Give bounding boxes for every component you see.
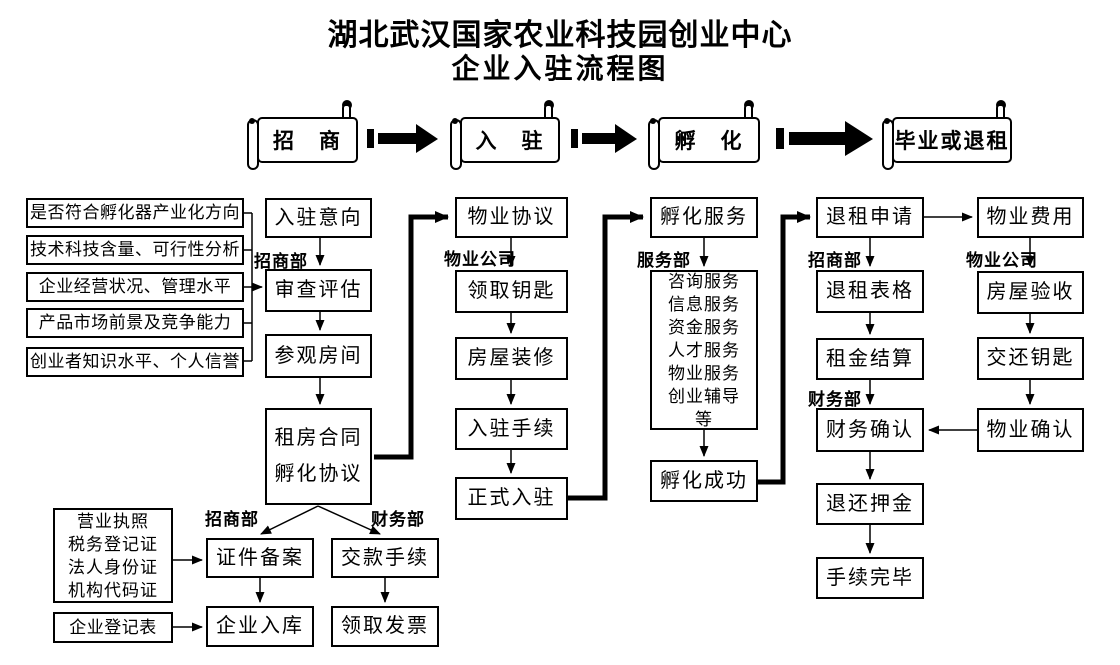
step-visit: 参观房间 — [265, 334, 372, 378]
step-termination-apply: 退租申请 — [816, 197, 924, 238]
phase-label: 毕业或退租 — [892, 117, 1012, 163]
service-line: 等 — [695, 409, 713, 429]
service-line: 咨询服务 — [668, 271, 740, 291]
step-deposit-refund: 退还押金 — [816, 483, 924, 525]
step-property-confirm: 物业确认 — [977, 408, 1084, 452]
scroll-roll-icon — [450, 119, 462, 170]
step-official-entry: 正式入驻 — [455, 477, 568, 520]
service-line: 人才服务 — [668, 340, 740, 360]
phase-jump-elbows — [374, 211, 811, 501]
step-house-inspection: 房屋验收 — [977, 271, 1084, 314]
step-return-keys: 交还钥匙 — [977, 337, 1084, 380]
step-filing: 证件备案 — [206, 538, 314, 578]
step-incubation-service: 孵化服务 — [650, 197, 758, 238]
criteria-bus — [244, 212, 263, 362]
contract-line: 租房合同 — [274, 426, 363, 449]
step-termination-form: 退租表格 — [816, 270, 924, 313]
criteria-box: 创业者知识水平、个人信誉 — [26, 347, 244, 377]
step-incubation-success: 孵化成功 — [650, 460, 758, 502]
step-rent-settlement: 租金结算 — [816, 338, 924, 380]
doc-line: 营业执照 — [77, 511, 149, 531]
step-procedures: 入驻手续 — [455, 408, 568, 450]
step-decoration: 房屋装修 — [455, 337, 568, 380]
services-box: 咨询服务 信息服务 资金服务 人才服务 物业服务 创业辅导 等 — [650, 270, 758, 430]
dept-label-fuwubu: 服务部 — [637, 251, 691, 270]
step-warehouse: 企业入库 — [206, 606, 314, 647]
dept-label-zhaoshangbu: 招商部 — [254, 252, 308, 271]
dept-label-wuyegongsi: 物业公司 — [444, 250, 516, 269]
scroll-roll-icon — [882, 119, 894, 170]
criteria-box: 企业经营状况、管理水平 — [26, 272, 244, 302]
scroll-dot-icon — [452, 118, 458, 124]
step-invoice: 领取发票 — [331, 606, 439, 647]
step-intent: 入驻意向 — [265, 198, 372, 238]
phase-banner-biye: 毕业或退租 — [882, 100, 1012, 171]
step-payment: 交款手续 — [331, 538, 439, 578]
step-finance-confirm: 财务确认 — [816, 408, 924, 452]
docs-box: 营业执照 税务登记证 法人身份证 机构代码证 — [53, 508, 173, 603]
dept-label-caiwubu-2: 财务部 — [808, 390, 862, 409]
step-complete: 手续完毕 — [816, 557, 924, 599]
step-property-fee: 物业费用 — [977, 197, 1084, 238]
doc-line: 税务登记证 — [68, 534, 158, 554]
service-line: 物业服务 — [668, 363, 740, 383]
form-box: 企业登记表 — [53, 612, 173, 643]
scroll-roll-icon — [648, 119, 660, 170]
dept-label-zhaoshangbu-2: 招商部 — [205, 510, 259, 529]
phase-arrow-icons — [367, 121, 873, 156]
dept-label-zhaoshangbu-3: 招商部 — [808, 251, 862, 270]
criteria-box: 技术科技含量、可行性分析 — [26, 235, 244, 265]
scroll-dot-icon — [249, 118, 255, 124]
dept-label-caiwubu: 财务部 — [371, 510, 425, 529]
contract-line: 孵化协议 — [274, 463, 363, 486]
scroll-dot-icon — [650, 118, 656, 124]
phase-banner-zhaoshang: 招 商 — [247, 100, 358, 171]
page-subtitle: 企业入驻流程图 — [451, 54, 669, 85]
service-line: 资金服务 — [668, 317, 740, 337]
phase-banner-ruzhu: 入 驻 — [450, 100, 560, 171]
step-review: 审查评估 — [265, 269, 372, 312]
doc-line: 法人身份证 — [68, 557, 158, 577]
step-contract: 租房合同 孵化协议 — [265, 408, 372, 505]
phase-label: 招 商 — [257, 117, 358, 163]
step-property-agreement: 物业协议 — [455, 197, 568, 238]
service-line: 创业辅导 — [668, 386, 740, 406]
phase-label: 孵 化 — [658, 117, 760, 163]
dept-label-wuyegongsi-2: 物业公司 — [966, 251, 1038, 270]
flow-arrows — [173, 212, 1035, 632]
scroll-roll-icon — [247, 119, 259, 170]
phase-label: 入 驻 — [460, 117, 560, 163]
service-line: 信息服务 — [668, 294, 740, 314]
page-title: 湖北武汉国家农业科技园创业中心 — [327, 19, 793, 52]
scroll-dot-icon — [884, 118, 890, 124]
doc-line: 机构代码证 — [68, 580, 158, 600]
criteria-box: 是否符合孵化器产业化方向 — [26, 198, 244, 228]
criteria-box: 产品市场前景及竞争能力 — [26, 308, 244, 338]
phase-banner-fuhua: 孵 化 — [648, 100, 760, 171]
step-get-keys: 领取钥匙 — [455, 270, 568, 313]
